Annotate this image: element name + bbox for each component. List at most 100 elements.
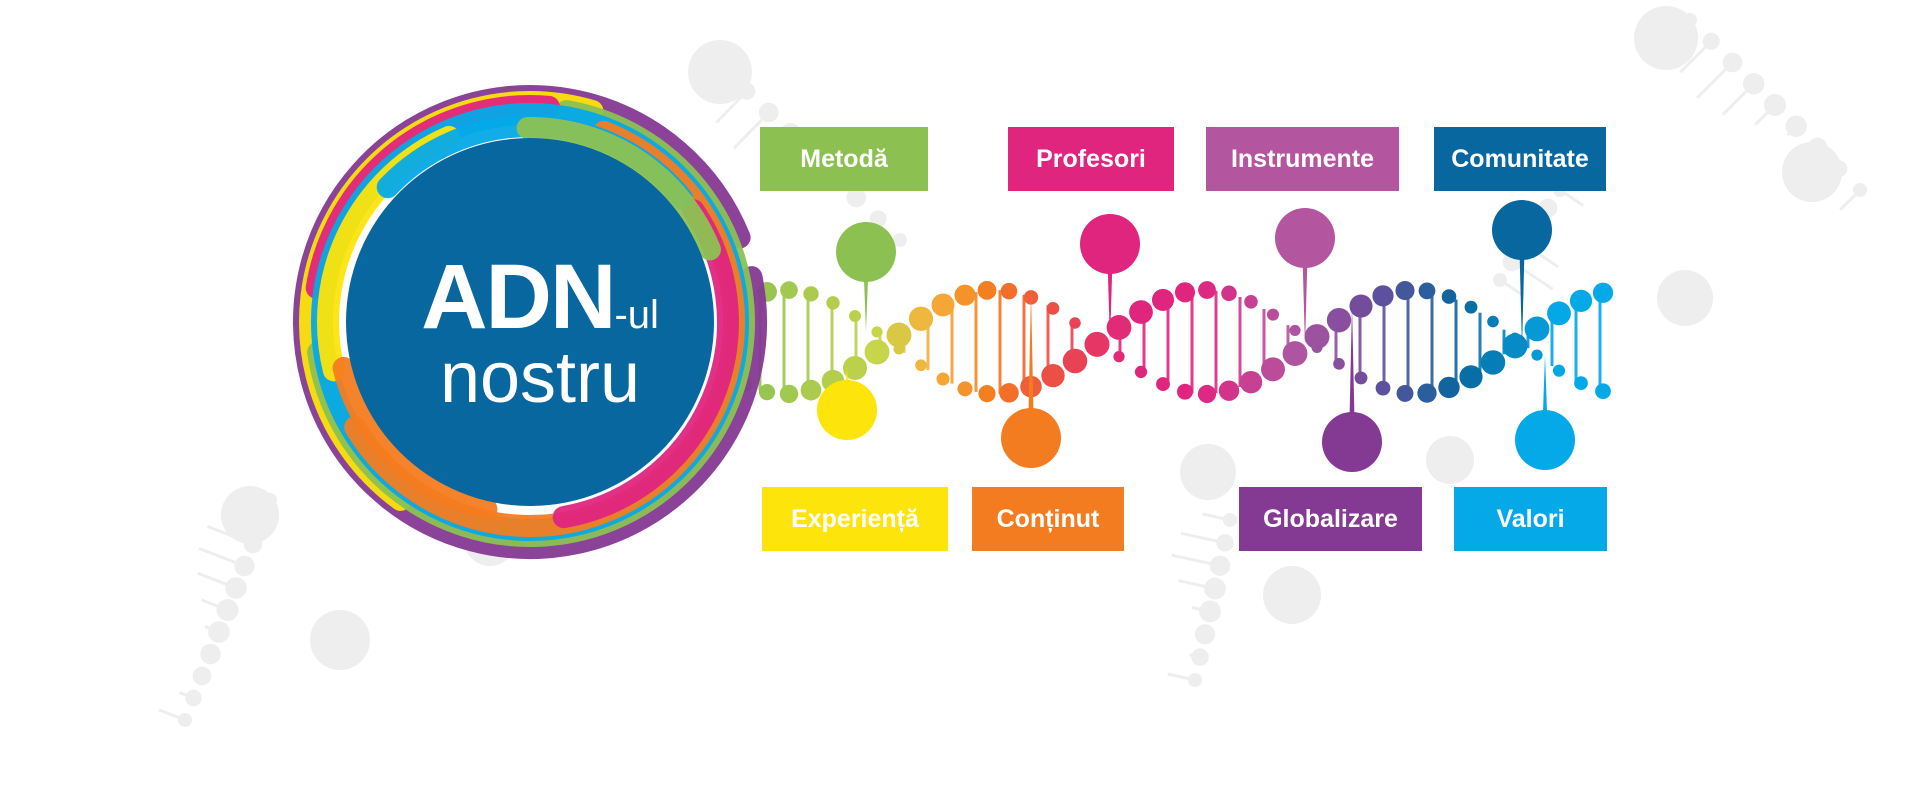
helix-node-front — [1311, 341, 1323, 353]
helix-node-back — [1046, 302, 1060, 315]
helix-node-back — [1134, 365, 1148, 379]
pin-balloon — [1322, 412, 1382, 472]
helix-node-front — [871, 326, 883, 338]
helix-node-front — [999, 383, 1019, 403]
bg-rung — [850, 196, 858, 203]
bg-rung — [197, 571, 237, 590]
bg-rung — [1754, 103, 1777, 126]
bg-rung — [1178, 579, 1216, 591]
helix-node-front — [893, 343, 905, 355]
helix-node-front — [803, 286, 819, 302]
pin-stem — [1349, 305, 1355, 442]
helix-node-front — [1244, 295, 1258, 309]
bg-rung — [1839, 188, 1862, 211]
bg-rung — [1202, 512, 1231, 522]
bg-bubble — [1426, 436, 1474, 484]
helix-node-back — [1531, 349, 1543, 361]
helix-node-front — [849, 310, 861, 322]
title-disc — [346, 138, 714, 506]
bg-rung — [1499, 278, 1525, 297]
bg-bubble — [1634, 6, 1698, 70]
helix-node-front — [1459, 365, 1483, 389]
helix-node-front — [1289, 324, 1301, 337]
helix-node-back — [1372, 285, 1394, 307]
helix-node-front — [1417, 383, 1437, 403]
bg-rung — [198, 546, 246, 568]
helix-node-front — [1569, 289, 1593, 313]
helix-node-back — [1282, 341, 1308, 366]
helix-node-back — [1349, 294, 1373, 318]
bg-bubble — [1657, 270, 1713, 326]
helix-node-front — [1547, 301, 1571, 326]
pin-balloon — [1515, 410, 1575, 470]
title-main: ADN — [421, 246, 616, 348]
bg-rung — [204, 625, 220, 634]
helix-node-front — [957, 381, 973, 397]
helix-node-back — [1156, 377, 1170, 392]
bg-rung — [200, 598, 229, 612]
bg-rung — [732, 111, 770, 150]
bg-rung — [1180, 531, 1226, 545]
helix-node-front — [936, 372, 950, 386]
brush-stroke — [516, 117, 721, 261]
helix-node-front — [1266, 308, 1280, 321]
helix-node-front — [1480, 350, 1506, 375]
helix-node-back — [1261, 357, 1285, 382]
brush-stroke — [552, 199, 739, 529]
bg-bubble — [1180, 444, 1236, 500]
label-experienta: Experiență — [762, 487, 948, 551]
helix-node-front — [1062, 348, 1088, 374]
helix-node-back — [1395, 281, 1415, 301]
helix-node-front — [1084, 331, 1110, 357]
bg-bubble — [688, 40, 752, 104]
pin-balloon — [1080, 214, 1140, 274]
title-line2: nostru — [439, 338, 641, 418]
helix-node-front — [1375, 380, 1391, 396]
bg-bubble — [1263, 566, 1321, 624]
bg-rung — [1547, 206, 1555, 214]
helix-node-front — [1524, 316, 1550, 342]
helix-node-front — [915, 359, 927, 372]
bg-rung — [1171, 553, 1221, 568]
bg-rung — [1511, 260, 1554, 291]
helix-node-front — [1106, 315, 1132, 340]
pin-balloon — [1001, 408, 1061, 468]
helix-node-front — [1354, 371, 1368, 385]
bg-rung — [1721, 82, 1755, 116]
helix-node-front — [1041, 363, 1065, 388]
helix-node-back — [886, 322, 912, 348]
helix-node-front — [1502, 333, 1528, 359]
bg-rung — [1191, 606, 1211, 613]
label-comunitate: Comunitate — [1434, 127, 1606, 191]
helix-node-back — [1000, 282, 1018, 300]
helix-node-back — [1552, 364, 1566, 377]
helix-node-back — [1197, 384, 1217, 404]
bg-rung — [203, 650, 212, 656]
helix-node-front — [978, 385, 996, 403]
helix-node-back — [1239, 370, 1263, 394]
helix-node-front — [780, 281, 798, 299]
helix-node-back — [1464, 300, 1478, 314]
label-valori: Valori — [1454, 487, 1607, 551]
helix-node-back — [1304, 324, 1330, 350]
helix-node-front — [1174, 282, 1196, 303]
bg-rung — [178, 691, 195, 700]
helix-node-back — [1418, 282, 1436, 300]
helix-node-back — [1595, 383, 1611, 400]
pin-balloon — [817, 380, 877, 440]
bg-rung — [1189, 653, 1201, 659]
helix-node-front — [1129, 300, 1153, 324]
helix-node-front — [826, 296, 840, 310]
bg-bubble — [1782, 142, 1842, 202]
bg-rung — [1696, 61, 1734, 99]
bg-bubble — [221, 486, 279, 544]
helix-node-back — [864, 339, 890, 365]
bg-rung — [1167, 672, 1196, 682]
helix-node-back — [779, 384, 799, 404]
helix-node-front — [1333, 358, 1345, 370]
bg-bubble — [310, 610, 370, 670]
bg-rung — [158, 708, 186, 722]
